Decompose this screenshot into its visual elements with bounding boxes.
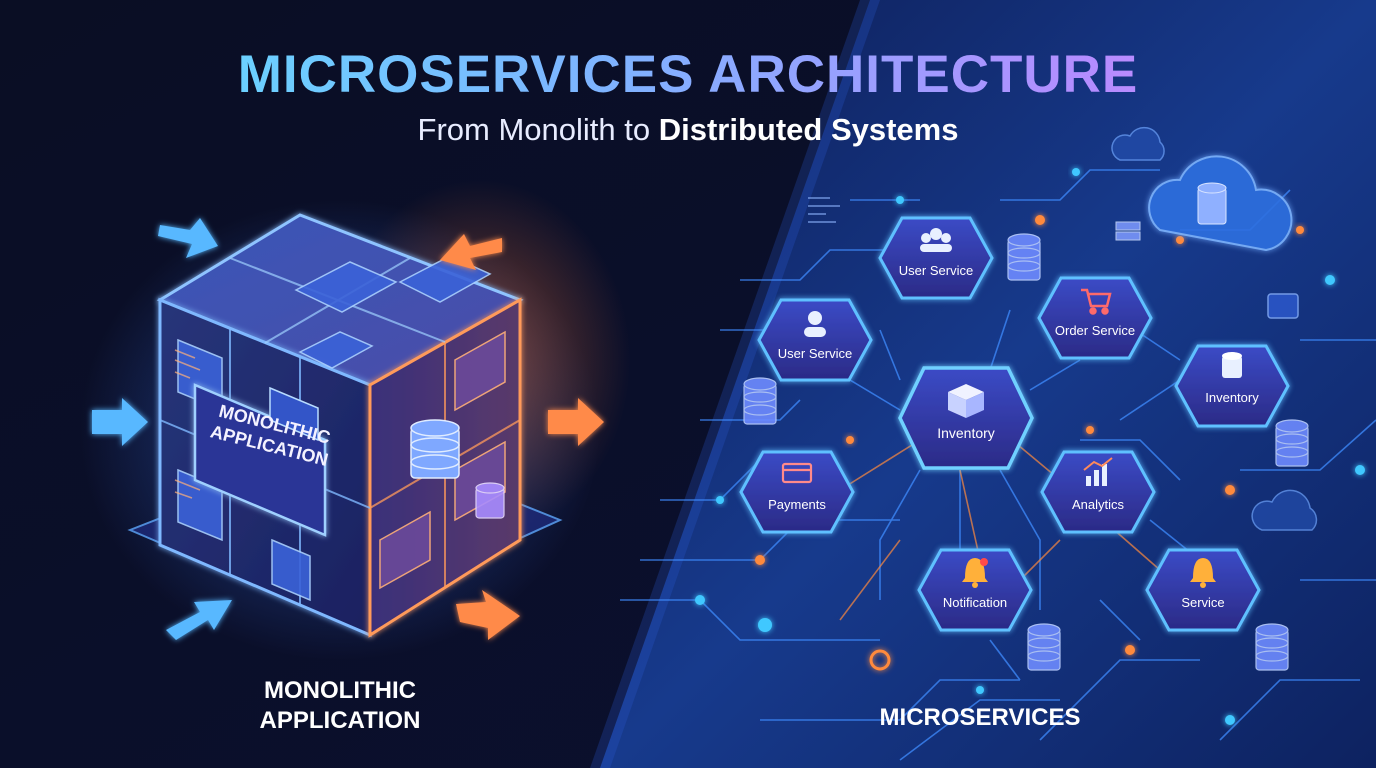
database-cylinders <box>743 233 1309 671</box>
service-label-user-service-left: User Service <box>777 346 853 361</box>
service-label-notification: Notification <box>942 595 1008 610</box>
service-node-user-service-left <box>757 298 873 382</box>
bell-icon <box>962 558 988 588</box>
cart-icon <box>1081 288 1112 315</box>
service-label-inventory-right: Inventory <box>1205 390 1259 405</box>
circuit-traces <box>620 169 1376 761</box>
service-node-inventory-center <box>898 366 1034 470</box>
service-label-analytics: Analytics <box>1071 497 1125 512</box>
service-nodes <box>739 216 1290 632</box>
monolith-cube <box>80 180 630 660</box>
service-node-analytics <box>1040 450 1156 534</box>
bell-icon <box>1190 558 1216 588</box>
service-node-payments <box>739 450 855 534</box>
box-icon <box>948 384 984 418</box>
service-label-order-service: Order Service <box>1054 323 1136 338</box>
service-label-user-service-top: User Service <box>898 263 974 278</box>
service-node-notification <box>917 548 1033 632</box>
service-label-service: Service <box>1181 595 1225 610</box>
service-node-inventory-right <box>1174 344 1290 428</box>
monolith-caption: MONOLITHIC APPLICATION <box>170 676 510 736</box>
service-label-payments: Payments <box>768 497 826 512</box>
page-title: MICROSERVICES ARCHITECTURE <box>0 44 1376 105</box>
service-label-inventory-center: Inventory <box>937 425 995 441</box>
service-node-order-service <box>1037 276 1153 360</box>
subtitle-prefix: From Monolith to <box>417 112 651 147</box>
database-icon <box>1222 352 1242 378</box>
monolith-caption-line2: APPLICATION <box>259 707 421 734</box>
user-icon <box>804 311 826 337</box>
page-subtitle: From Monolith to Distributed Systems <box>0 112 1376 148</box>
users-icon <box>920 228 952 252</box>
monolith-caption-line1: MONOLITHIC <box>264 677 416 704</box>
service-node-service <box>1145 548 1261 632</box>
service-node-user-service-top <box>878 216 994 300</box>
subtitle-emphasis: Distributed Systems <box>658 112 959 147</box>
incoming-arrows <box>92 218 604 640</box>
credit-card-icon <box>781 462 813 484</box>
bar-chart-icon <box>1083 457 1113 486</box>
microservices-caption: MICROSERVICES <box>879 704 1081 731</box>
